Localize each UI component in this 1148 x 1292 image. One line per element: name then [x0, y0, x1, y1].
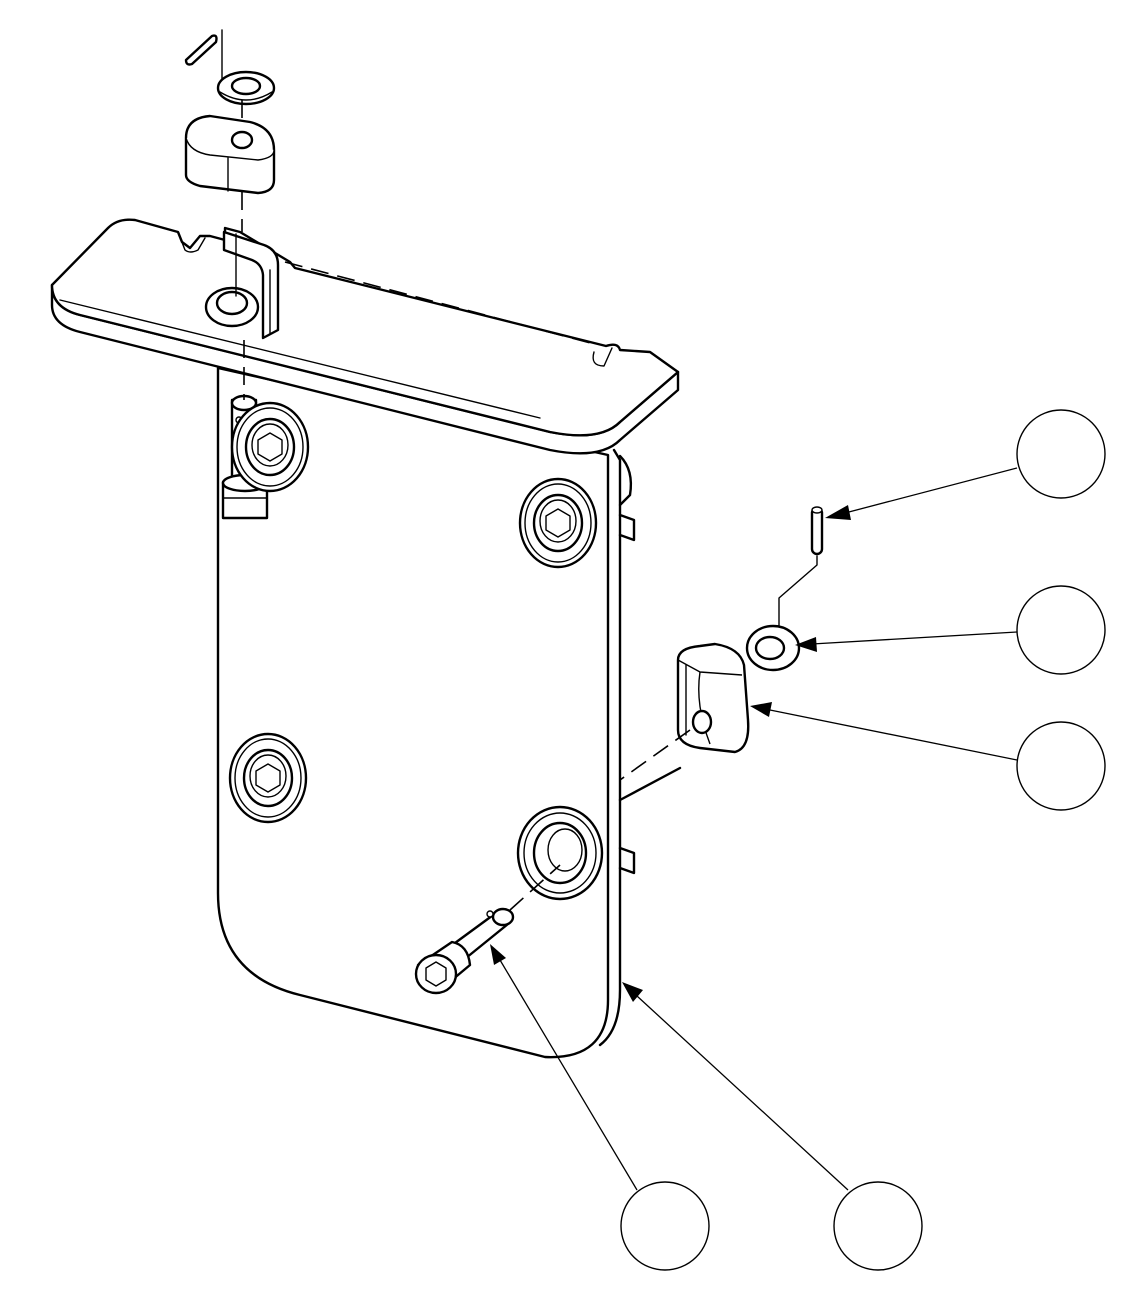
leader-washer	[795, 631, 1018, 652]
spring-pin-right	[810, 506, 824, 556]
screw-top-right	[518, 477, 598, 569]
shoulder-bolt	[414, 907, 515, 995]
screw-top-left	[230, 401, 310, 493]
washer-right	[745, 624, 801, 672]
top-flange	[50, 218, 680, 455]
screw-bottom-left	[228, 732, 308, 824]
hinge-clip	[204, 230, 280, 340]
screw-hole-bottom-right	[516, 805, 604, 901]
spring-pin-top	[184, 29, 223, 86]
washer-top	[216, 70, 276, 106]
leader-spring-pin	[825, 467, 1018, 520]
bracket-plate	[216, 366, 682, 1059]
balloon-3	[1016, 721, 1106, 811]
balloon-5	[833, 1181, 923, 1271]
balloon-2	[1016, 585, 1106, 675]
balloon-4	[620, 1181, 710, 1271]
leader-shoulder-bolt	[490, 944, 638, 1191]
leader-hinge-block	[750, 702, 1018, 761]
hinge-block-right	[676, 642, 750, 754]
balloon-1	[1016, 409, 1106, 499]
leader-bracket-plate	[622, 982, 849, 1191]
hinge-block-top	[184, 114, 276, 195]
